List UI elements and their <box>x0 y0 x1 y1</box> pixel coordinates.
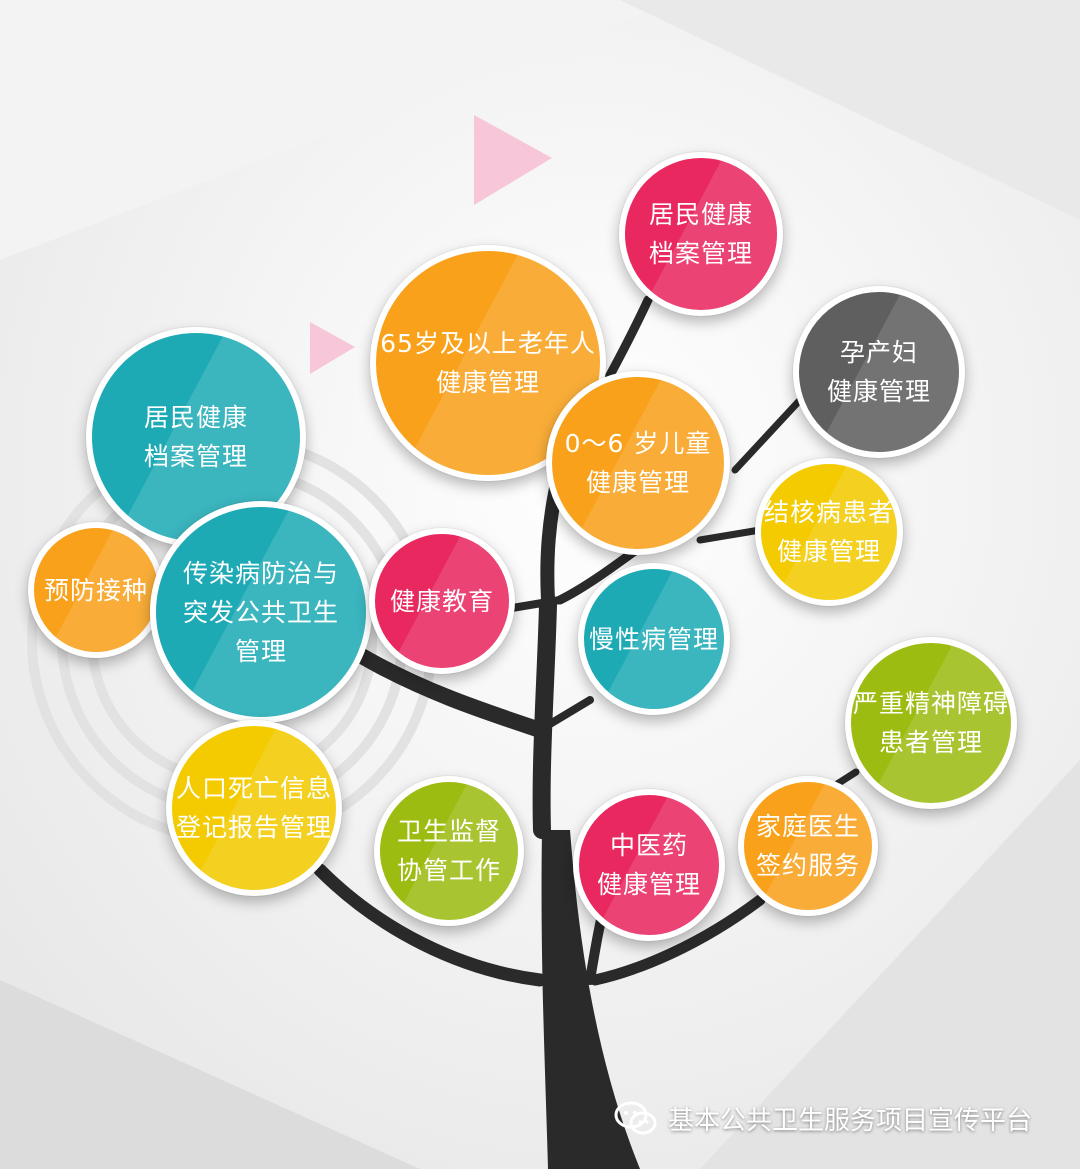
bubble-label: 人口死亡信息 登记报告管理 <box>175 774 332 842</box>
bubble-chronic: 慢性病管理 <box>578 563 730 715</box>
bubble-tcm: 中医药 健康管理 <box>573 789 725 941</box>
tree-branches <box>313 295 860 1169</box>
bubble-label: 传染病防治与 突发公共卫生 管理 <box>182 558 339 666</box>
bubble-label: 65岁及以上老年人 健康管理 <box>380 329 596 397</box>
watermark: 基本公共卫生服务项目宣传平台 <box>614 1100 1032 1137</box>
bubble-label: 慢性病管理 <box>588 624 719 654</box>
bubble-pregnant: 孕产妇 健康管理 <box>793 286 965 458</box>
bubble-vaccination: 预防接种 <box>28 522 164 658</box>
pink-triangle-large <box>474 115 552 205</box>
bubble-label: 预防接种 <box>43 575 148 605</box>
bubble-children: 0～6 岁儿童 健康管理 <box>546 371 730 555</box>
bubble-family-doctor: 家庭医生 签约服务 <box>738 776 878 916</box>
bubble-label: 卫生监督 协管工作 <box>396 817 501 885</box>
bubble-label: 孕产妇 健康管理 <box>826 338 931 406</box>
bubble-label: 严重精神障碍 患者管理 <box>852 689 1009 757</box>
bubble-label: 中医药 健康管理 <box>596 831 701 899</box>
bubble-label: 居民健康 档案管理 <box>143 403 248 471</box>
pink-triangle-small <box>310 322 355 374</box>
bubble-education: 健康教育 <box>369 528 515 674</box>
bubble-label: 居民健康 档案管理 <box>648 200 753 268</box>
bubble-mental: 严重精神障碍 患者管理 <box>845 637 1017 809</box>
bubble-infectious: 传染病防治与 突发公共卫生 管理 <box>150 501 372 723</box>
bubble-label: 0～6 岁儿童 健康管理 <box>564 429 712 497</box>
bubble-archive-top: 居民健康 档案管理 <box>619 152 783 316</box>
bubble-death-reg: 人口死亡信息 登记报告管理 <box>166 720 342 896</box>
watermark-text: 基本公共卫生服务项目宣传平台 <box>668 1106 1033 1136</box>
bubble-supervision: 卫生监督 协管工作 <box>374 776 524 926</box>
bubble-label: 家庭医生 签约服务 <box>755 812 860 880</box>
bubble-tuberculosis: 结核病患者 健康管理 <box>755 458 903 606</box>
bubble-label: 结核病患者 健康管理 <box>763 498 894 566</box>
wechat-icon <box>614 1101 657 1134</box>
bubble-label: 健康教育 <box>389 586 494 616</box>
